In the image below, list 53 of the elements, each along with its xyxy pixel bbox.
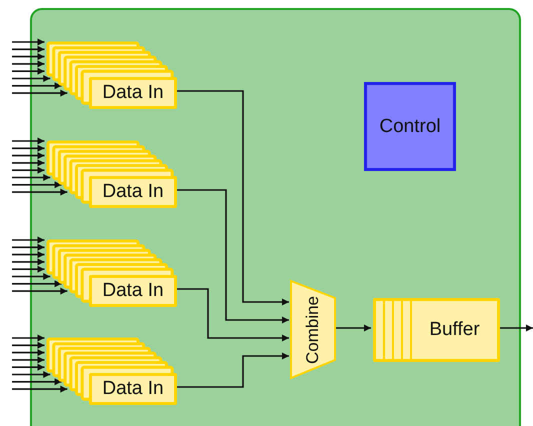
node-label: Data In [102,181,164,203]
arrow [12,68,44,75]
node-label: Combine [303,295,323,364]
arrow [12,174,50,181]
arrow [12,90,68,97]
arrow [12,188,68,196]
control-block [364,82,456,171]
arrow [12,236,44,244]
arrow [12,152,44,160]
arrow [176,352,289,388]
arrow [176,288,289,342]
system-panel [30,8,521,426]
arrow [12,356,44,364]
stacked-input-cards [47,141,178,209]
arrow [12,266,44,273]
arrow [12,273,50,280]
arrow [12,378,62,386]
arrow [12,166,44,174]
arrow [12,46,44,53]
arrow [12,349,44,356]
arrow [12,342,44,349]
arrow [12,159,44,166]
arrow [12,280,62,288]
arrow [12,53,44,60]
stacked-input-cards [47,42,178,110]
arrow [176,189,289,324]
arrow [12,288,68,295]
node-label: Control [379,116,441,138]
node-label: Data In [102,280,164,302]
arrow [12,75,50,82]
arrow [12,38,44,46]
node-label: Buffer [429,319,480,341]
arrow [12,138,44,144]
combiner-trapezoid [290,280,336,379]
arrow [12,334,44,342]
node-label: Data In [102,82,164,104]
stacked-input-cards [47,240,178,308]
arrow [12,371,50,378]
buffer-block [373,298,500,362]
arrow [12,181,62,188]
arrow [12,60,44,68]
arrow [12,251,44,258]
arrow [334,324,371,332]
arrow [176,90,289,306]
arrow [12,82,62,90]
stacked-input-cards [47,338,178,406]
arrow [12,364,44,371]
arrow [498,324,533,332]
arrow [12,144,44,152]
arrow [12,258,44,266]
node-label: Data In [102,378,164,400]
arrow [12,244,44,251]
arrow [12,386,68,393]
